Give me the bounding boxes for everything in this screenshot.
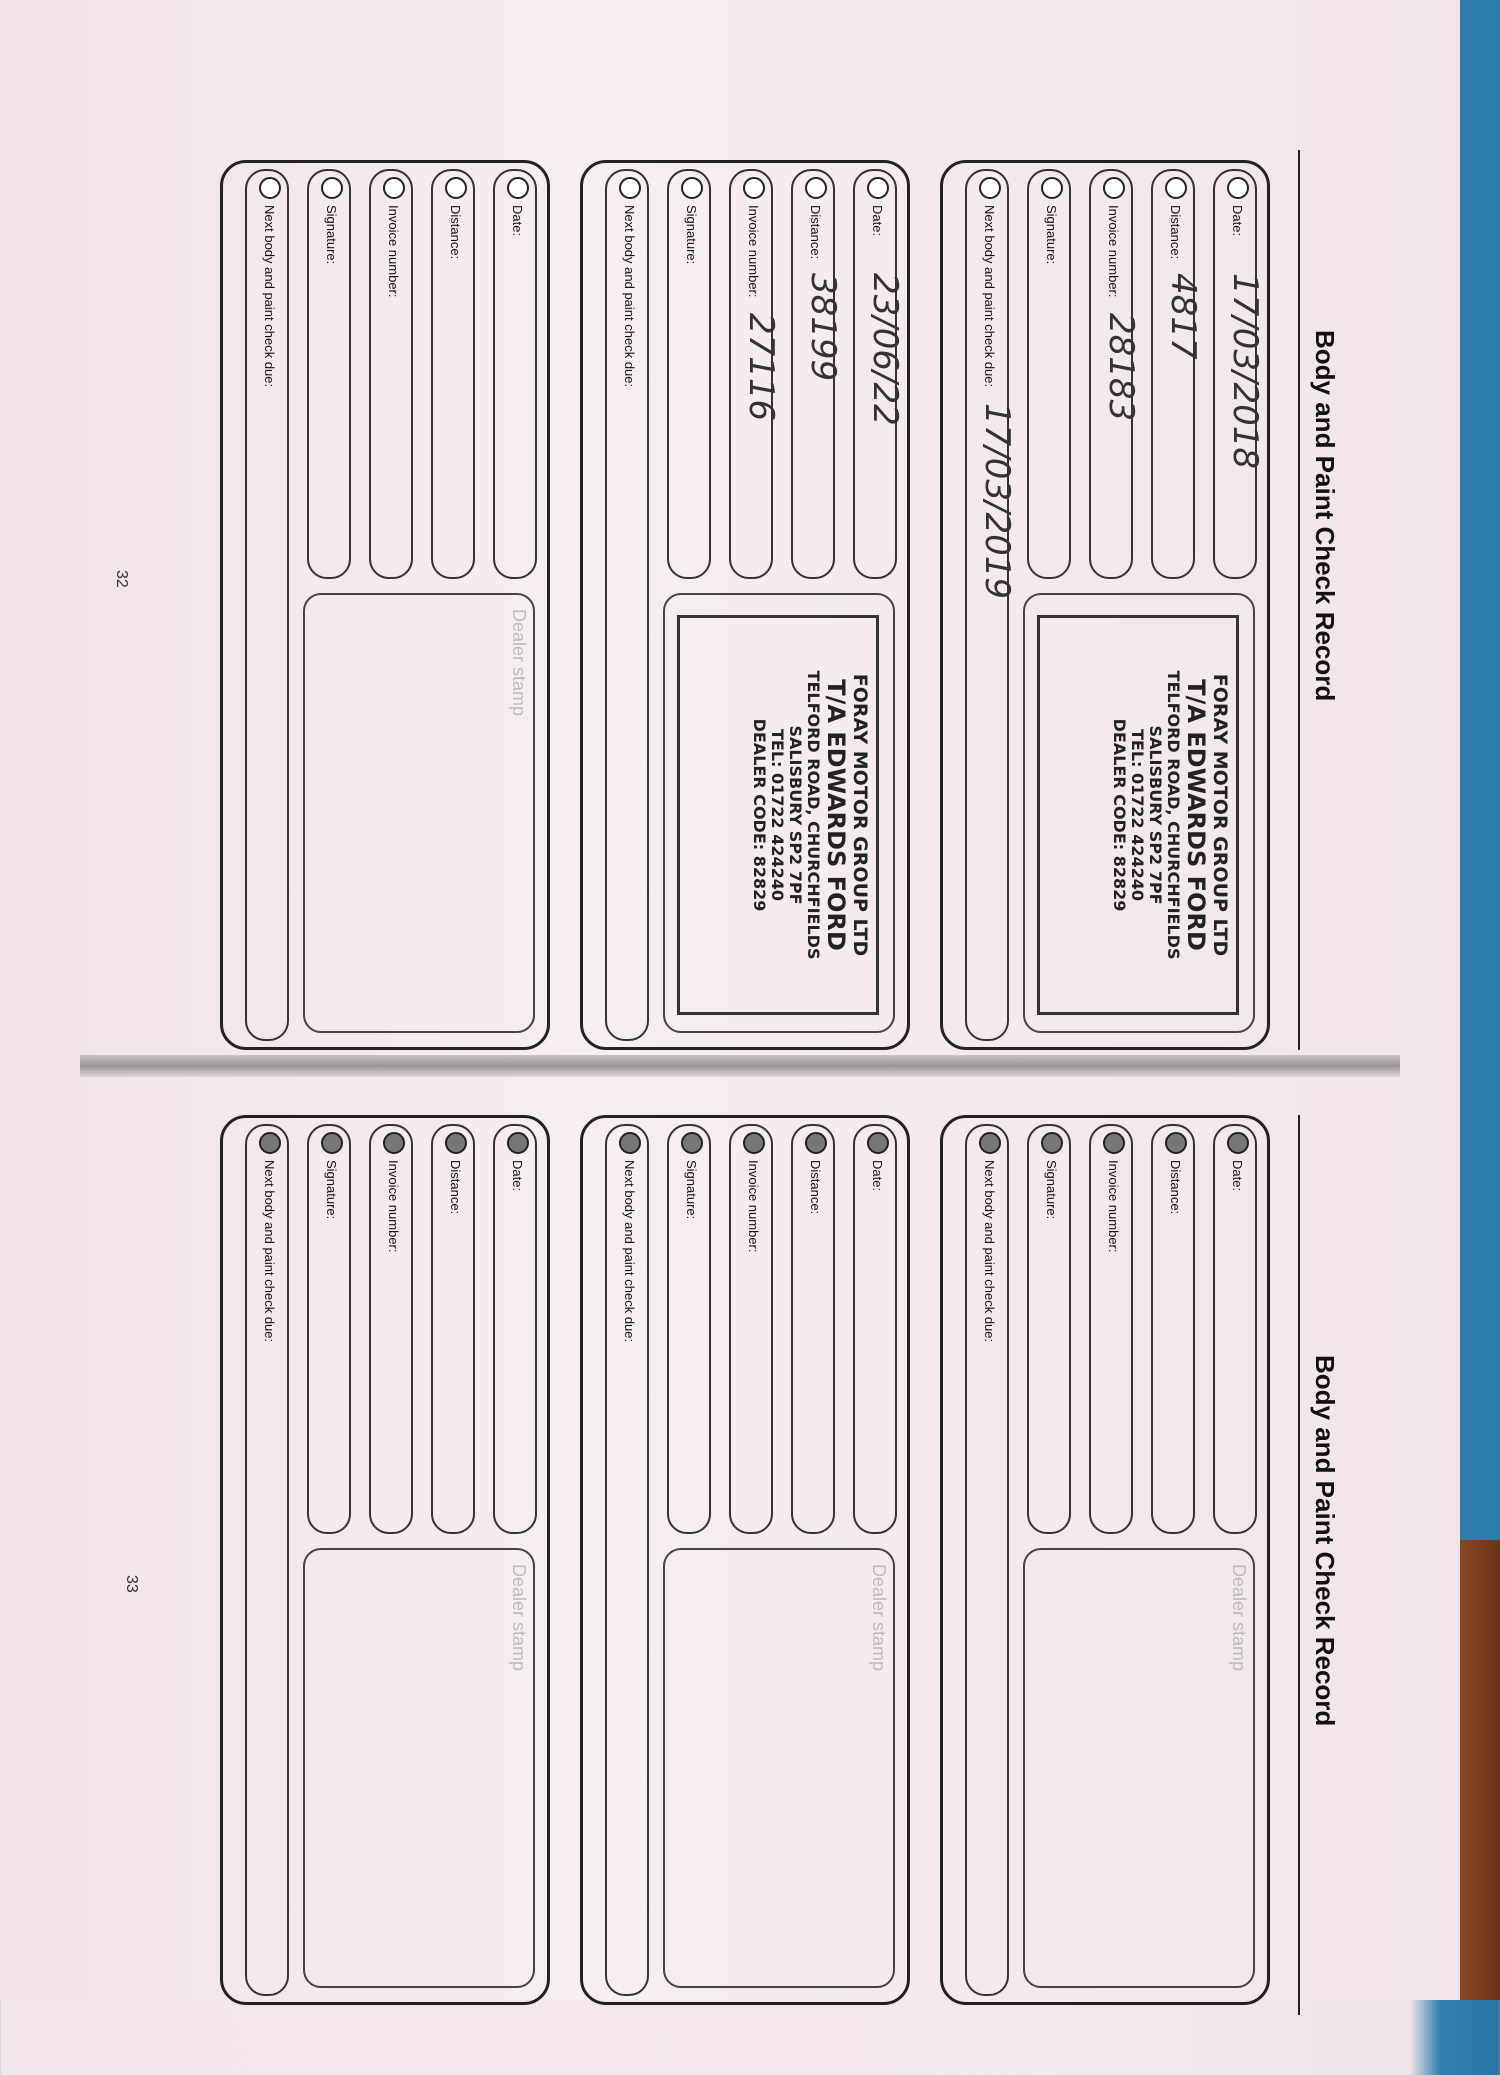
distance-value: 38199 [803,273,843,382]
next-check-value: 17/03/2019 [977,403,1017,599]
dealer-stamp-box: Dealer stamp [663,1548,895,1988]
service-book [0,0,1460,2000]
page-number: 32 [113,570,130,588]
stamp-line: DEALER CODE: 82829 [1110,718,1130,912]
entry-field[interactable] [667,1124,711,1534]
check-record-card: Date:Distance:Invoice number:Signature:N… [940,1115,1270,2005]
invoice-value: 27116 [741,313,781,422]
entry-field[interactable] [965,169,1009,1041]
stamp-line: TEL: 01722 424240 [1128,728,1148,902]
page-number: 33 [123,1575,140,1593]
entry-field[interactable] [791,1124,835,1534]
entry-field[interactable] [245,169,289,1041]
title-rule [1298,150,1300,1050]
date-value: 17/03/2018 [1225,273,1265,469]
dealer-stamp-box: Dealer stamp [303,593,535,1033]
entry-field[interactable] [1151,169,1195,579]
entry-field[interactable] [1089,1124,1133,1534]
entry-field[interactable] [1027,169,1071,579]
stamp-line: T/A EDWARDS FORD [821,679,850,951]
entry-field[interactable] [853,1124,897,1534]
entry-field[interactable] [431,1124,475,1534]
entry-field[interactable] [431,169,475,579]
check-record-card: Date:Distance:Invoice number:Signature:N… [580,1115,910,2005]
dealer-stamp-title: Dealer stamp [509,609,529,717]
check-record-card: Date:Distance:Invoice number:Signature:N… [220,1115,550,2005]
entry-field[interactable] [369,1124,413,1534]
book-spine-fold [80,1055,1400,1077]
entry-field[interactable] [605,169,649,1041]
entry-field[interactable] [1151,1124,1195,1534]
entry-field[interactable] [307,169,351,579]
date-value: 23/06/22 [865,273,905,426]
entry-field[interactable] [729,1124,773,1534]
stamp-line: T/A EDWARDS FORD [1181,679,1210,951]
stamp-line: TELFORD ROAD, CHURCHFIELDS [1163,670,1183,960]
stamp-line: TEL: 01722 424240 [768,728,788,902]
entry-field[interactable] [965,1124,1009,1996]
dealer-stamp-box: Dealer stamp [1023,1548,1255,1988]
entry-field[interactable] [493,169,537,579]
dealer-stamp-box: Dealer stamp [303,1548,535,1988]
stamp-line: FORAY MOTOR GROUP LTD [1209,673,1231,957]
left-page: Body and Paint Check Record 32 Date:17/0… [40,60,1340,1060]
entry-field[interactable] [307,1124,351,1534]
right-page: Body and Paint Check Record 33 Date:Dist… [40,1075,1340,2075]
stamp-line: DEALER CODE: 82829 [750,718,770,912]
check-record-card: Date:Distance:Invoice number:Signature:N… [220,160,550,1050]
invoice-value: 28183 [1101,313,1141,422]
page-title: Body and Paint Check Record [1310,1355,1340,1727]
stamp-line: SALISBURY SP2 7PF [785,725,805,905]
entry-field[interactable] [605,1124,649,1996]
stamp-line: TELFORD ROAD, CHURCHFIELDS [803,670,823,960]
entry-field[interactable] [245,1124,289,1996]
dealer-stamp-title: Dealer stamp [869,1564,889,1672]
entry-field[interactable] [369,169,413,579]
dealer-stamp-title: Dealer stamp [509,1564,529,1672]
page-title: Body and Paint Check Record [1310,330,1340,702]
entry-field[interactable] [667,169,711,579]
entry-field[interactable] [493,1124,537,1534]
entry-field[interactable] [1213,1124,1257,1534]
stamp-line: FORAY MOTOR GROUP LTD [849,673,871,957]
entry-field[interactable] [1027,1124,1071,1534]
distance-value: 4817 [1163,273,1203,360]
dealer-stamp-title: Dealer stamp [1229,1564,1249,1672]
title-rule [1298,1115,1300,2015]
stamp-line: SALISBURY SP2 7PF [1145,725,1165,905]
